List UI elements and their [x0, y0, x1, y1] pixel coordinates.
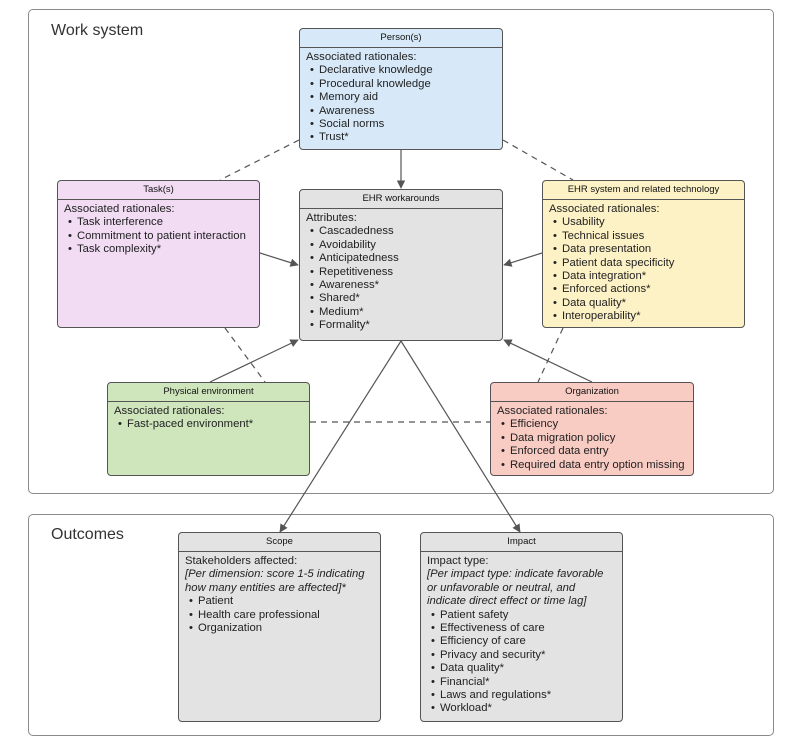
physical-environment-header: Physical environment [108, 383, 309, 402]
task-box: Task(s) Associated rationales: Task inte… [57, 180, 260, 328]
ehr-workarounds-body: Attributes: Cascadedness Avoidability An… [300, 209, 502, 333]
task-header: Task(s) [58, 181, 259, 200]
list-item: Data integration* [553, 270, 738, 283]
physical-environment-lead: Associated rationales: [114, 405, 225, 417]
impact-header: Impact [421, 533, 622, 552]
list-item: Usability [553, 216, 738, 229]
list-item: Awareness [310, 105, 496, 118]
list-item: Required data entry option missing [501, 459, 687, 472]
list-item: Financial* [431, 676, 616, 689]
ehr-system-body: Associated rationales: Usability Technic… [543, 200, 744, 324]
organization-body: Associated rationales: Efficiency Data m… [491, 402, 693, 472]
list-item: Medium* [310, 306, 496, 319]
person-body: Associated rationales: Declarative knowl… [300, 48, 502, 145]
list-item: Organization [189, 622, 374, 635]
list-item: Effectiveness of care [431, 622, 616, 635]
list-item: Task complexity* [68, 243, 253, 256]
physical-environment-body: Associated rationales: Fast-paced enviro… [108, 402, 309, 432]
list-item: Shared* [310, 292, 496, 305]
list-item: Patient [189, 595, 374, 608]
ehr-workarounds-header: EHR workarounds [300, 190, 502, 209]
list-item: Efficiency [501, 418, 687, 431]
organization-header: Organization [491, 383, 693, 402]
scope-box: Scope Stakeholders affected: [Per dimens… [178, 532, 381, 722]
list-item: Health care professional [189, 609, 374, 622]
person-box: Person(s) Associated rationales: Declara… [299, 28, 503, 150]
list-item: Data migration policy [501, 432, 687, 445]
list-item: Data quality* [431, 662, 616, 675]
impact-lead: Impact type: [427, 555, 489, 567]
list-item: Efficiency of care [431, 635, 616, 648]
list-item: Cascadedness [310, 225, 496, 238]
list-item: Patient data specificity [553, 257, 738, 270]
organization-lead: Associated rationales: [497, 405, 608, 417]
list-item: Trust* [310, 131, 496, 144]
person-lead: Associated rationales: [306, 51, 417, 63]
person-header: Person(s) [300, 29, 502, 48]
scope-lead: Stakeholders affected: [185, 555, 298, 567]
impact-body: Impact type: [Per impact type: indicate … [421, 552, 622, 716]
list-item: Interoperability* [553, 310, 738, 323]
list-item: Awareness* [310, 279, 496, 292]
list-item: Formality* [310, 319, 496, 332]
scope-header: Scope [179, 533, 380, 552]
list-item: Declarative knowledge [310, 64, 496, 77]
list-item: Avoidability [310, 239, 496, 252]
impact-box: Impact Impact type: [Per impact type: in… [420, 532, 623, 722]
list-item: Repetitiveness [310, 266, 496, 279]
scope-list: Patient Health care professional Organiz… [185, 595, 374, 635]
list-item: Procedural knowledge [310, 78, 496, 91]
ehr-workarounds-list: Cascadedness Avoidability Anticipatednes… [306, 225, 496, 332]
list-item: Fast-paced environment* [118, 418, 303, 431]
task-body: Associated rationales: Task interference… [58, 200, 259, 257]
work-system-title: Work system [51, 22, 144, 39]
list-item: Privacy and security* [431, 649, 616, 662]
ehr-system-list: Usability Technical issues Data presenta… [549, 216, 738, 323]
physical-environment-box: Physical environment Associated rational… [107, 382, 310, 476]
organization-list: Efficiency Data migration policy Enforce… [497, 418, 687, 472]
list-item: Enforced data entry [501, 445, 687, 458]
outcomes-title: Outcomes [51, 526, 124, 543]
organization-box: Organization Associated rationales: Effi… [490, 382, 694, 476]
list-item: Patient safety [431, 609, 616, 622]
impact-list: Patient safety Effectiveness of care Eff… [427, 609, 616, 716]
list-item: Commitment to patient interaction [68, 230, 253, 243]
ehr-system-box: EHR system and related technology Associ… [542, 180, 745, 328]
list-item: Task interference [68, 216, 253, 229]
list-item: Laws and regulations* [431, 689, 616, 702]
list-item: Anticipatedness [310, 252, 496, 265]
task-list: Task interference Commitment to patient … [64, 216, 253, 256]
list-item: Data presentation [553, 243, 738, 256]
ehr-workarounds-box: EHR workarounds Attributes: Cascadedness… [299, 189, 503, 341]
physical-environment-list: Fast-paced environment* [114, 418, 303, 431]
scope-body: Stakeholders affected: [Per dimension: s… [179, 552, 380, 635]
ehr-workarounds-lead: Attributes: [306, 212, 357, 224]
ehr-system-header: EHR system and related technology [543, 181, 744, 200]
list-item: Enforced actions* [553, 283, 738, 296]
list-item: Workload* [431, 702, 616, 715]
task-lead: Associated rationales: [64, 203, 175, 215]
impact-note: [Per impact type: indicate favorable or … [427, 568, 604, 608]
outcomes-panel [28, 514, 774, 736]
scope-note: [Per dimension: score 1-5 indicating how… [185, 568, 365, 594]
list-item: Data quality* [553, 297, 738, 310]
ehr-system-lead: Associated rationales: [549, 203, 660, 215]
list-item: Memory aid [310, 91, 496, 104]
list-item: Technical issues [553, 230, 738, 243]
list-item: Social norms [310, 118, 496, 131]
person-list: Declarative knowledge Procedural knowled… [306, 64, 496, 144]
